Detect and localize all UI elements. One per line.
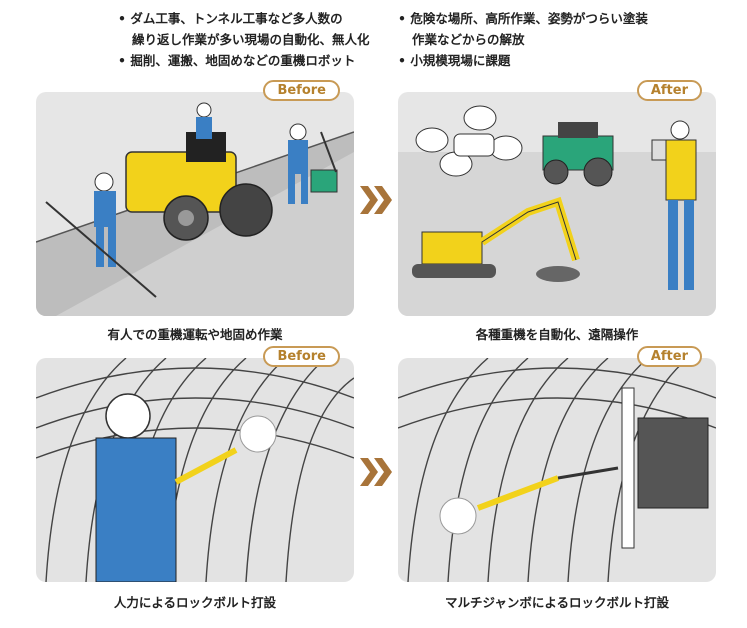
jumbo-rockbolt-illustration — [398, 358, 716, 582]
worker-icon-operator — [651, 120, 697, 290]
bullet-right-1: 危険な場所、高所作業、姿勢がつらい塗装 — [398, 8, 648, 29]
panel-after-rockbolt: After — [398, 346, 716, 582]
bullet-left-2: 掘削、運搬、地固めなどの重機ロボット — [118, 50, 370, 71]
badge-before: Before — [263, 80, 340, 101]
caption-after-machinery: 各種重機を自動化、遠隔操作 — [475, 327, 639, 342]
caption-before-rockbolt: 人力によるロックボルト打設 — [113, 595, 277, 610]
automated-machinery-illustration — [398, 105, 716, 316]
manual-rockbolt-illustration — [36, 358, 354, 582]
excavator-icon — [412, 196, 580, 282]
rock-drill-icon-jumbo — [439, 466, 619, 535]
bullet-right-2: 小規模現場に課題 — [398, 50, 648, 71]
bullet-left-1: ダム工事、トンネル工事など多人数の — [118, 8, 370, 29]
worker-icon — [196, 102, 212, 139]
badge-before-2: Before — [263, 346, 340, 367]
double-chevron-right-icon-2 — [360, 458, 392, 486]
roller-icon — [125, 132, 273, 241]
worker-icon-drill — [95, 393, 238, 582]
double-chevron-right-icon — [360, 186, 392, 214]
rock-drill-icon — [239, 415, 277, 453]
panel-after-machinery: After — [398, 80, 716, 316]
caption-before-machinery: 有人での重機運転や地固め作業 — [107, 327, 283, 342]
panel-before-rockbolt: Before — [36, 346, 354, 582]
bullet-left-1-cont: 繰り返し作業が多い現場の自動化、無人化 — [132, 32, 370, 47]
bullets-left: ダム工事、トンネル工事など多人数の 繰り返し作業が多い現場の自動化、無人化 掘削… — [118, 8, 370, 71]
roller-icon-auto — [542, 122, 614, 187]
bullets-right: 危険な場所、高所作業、姿勢がつらい塗装 作業などからの解放 小規模現場に課題 — [398, 8, 648, 71]
badge-after: After — [636, 80, 702, 101]
caption-after-rockbolt: マルチジャンボによるロックボルト打設 — [444, 595, 669, 610]
badge-after-2: After — [636, 346, 702, 367]
panel-before-machinery: Before — [36, 80, 354, 316]
bullet-right-1-cont: 作業などからの解放 — [412, 32, 525, 47]
drone-icon — [415, 105, 523, 177]
manual-machinery-illustration — [36, 102, 354, 316]
